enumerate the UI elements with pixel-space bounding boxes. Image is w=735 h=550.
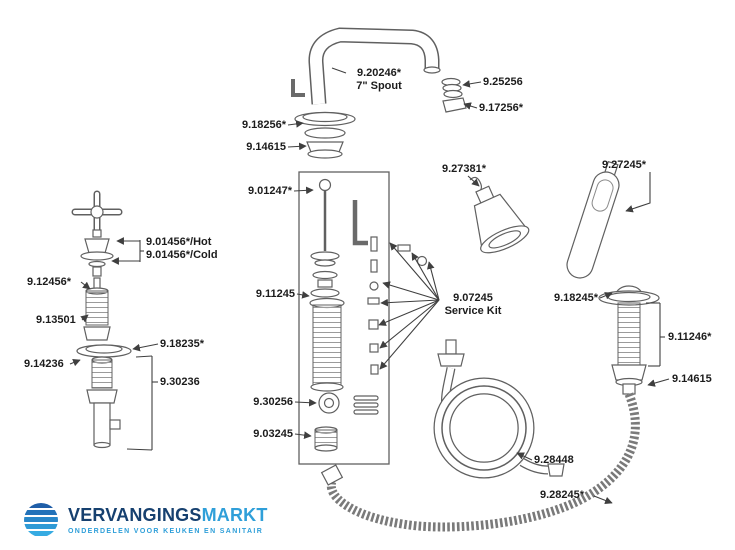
part-label: 9.01247* <box>247 185 292 197</box>
part-label: 9.28245* <box>540 489 585 501</box>
part-label-spout: 9.20246* 7" Spout <box>356 67 402 92</box>
logo-globe-icon <box>24 503 58 536</box>
part-label: 9.27381* <box>442 163 487 175</box>
hose-guide-drawing <box>598 285 660 395</box>
part-label: 9.17256* <box>479 102 524 114</box>
coiled-hose-drawing <box>433 339 565 479</box>
handle-assembly-drawing <box>71 190 132 449</box>
logo-text-secondary: MARKT <box>201 504 268 525</box>
part-label: 9.18235* <box>160 338 205 350</box>
part-label: 9.18256* <box>241 119 286 131</box>
spout-drawing <box>291 27 467 159</box>
part-label: 9.14615 <box>672 373 712 385</box>
corrugated-hose-drawing <box>320 392 640 532</box>
part-label: 9.30256 <box>253 396 293 408</box>
leader-lines <box>69 67 670 505</box>
part-label: 9.13501 <box>36 314 76 326</box>
handshower-drawing <box>469 160 620 279</box>
part-label: 9.14236 <box>24 358 64 370</box>
part-label-hot-cold: 9.01456*/Hot 9.01456*/Cold <box>146 236 218 261</box>
allen-key-icon <box>291 79 305 97</box>
part-label-service-kit: 9.07245 Service Kit <box>444 292 502 317</box>
part-label: 9.12456* <box>27 276 72 288</box>
part-label: 9.14615 <box>246 141 286 153</box>
logo-wordmark: VERVANGINGSMARKT <box>68 504 268 525</box>
allen-key-icon <box>352 200 368 246</box>
part-label: 9.27245* <box>602 159 647 171</box>
part-label: 9.30236 <box>160 376 200 388</box>
part-label: 9.18245* <box>553 292 598 304</box>
logo: VERVANGINGSMARKT ONDERDELEN VOOR KEUKEN … <box>22 500 268 540</box>
valve-column-drawing <box>298 171 428 465</box>
logo-tagline: ONDERDELEN VOOR KEUKEN EN SANITAIR <box>68 527 264 535</box>
part-label: 9.03245 <box>253 428 293 440</box>
part-label: 9.28448 <box>534 454 574 466</box>
part-label: 9.11245 <box>255 288 295 300</box>
part-label: 9.25256 <box>483 76 523 88</box>
part-label: 9.11246* <box>668 331 712 343</box>
logo-text-primary: VERVANGINGS <box>68 504 202 525</box>
logo-text-block: VERVANGINGSMARKT ONDERDELEN VOOR KEUKEN … <box>68 504 268 535</box>
